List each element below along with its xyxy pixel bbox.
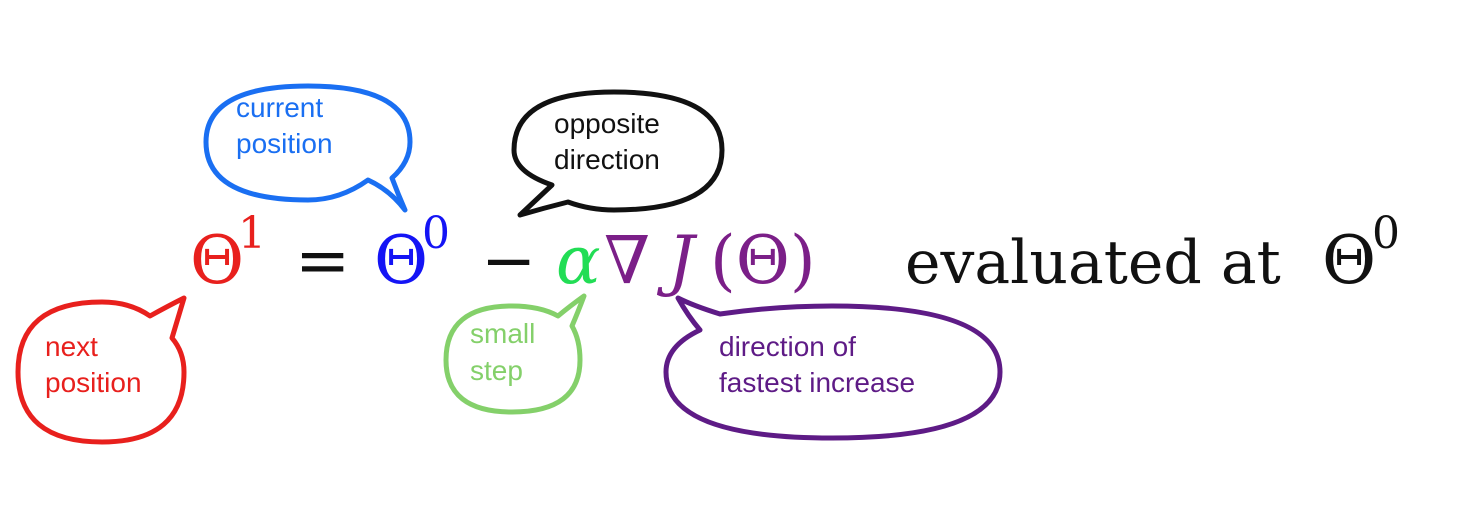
theta-current-symbol: Θ <box>374 222 428 299</box>
theta-current-superscript: 0 <box>422 208 450 259</box>
current-position-callout: current position <box>203 83 413 213</box>
next-position-line2: position <box>45 367 142 398</box>
evaluated-at-text: evaluated at <box>905 228 1281 298</box>
fastest-increase-line2: fastest increase <box>719 367 915 398</box>
next-position-line1: next <box>45 331 98 362</box>
theta-evaluated-symbol: Θ <box>1322 222 1376 299</box>
speech-bubble-icon <box>203 83 413 213</box>
opposite-direction-line1: opposite <box>554 108 660 139</box>
update-equation: Θ 1 = Θ 0 − α ∇ J (Θ) evaluated at Θ 0 <box>190 208 1400 299</box>
equals-sign: = <box>295 222 350 299</box>
small-step-line1: small <box>470 318 535 349</box>
opposite-direction-callout: opposite direction <box>511 89 725 218</box>
speech-bubble-icon <box>15 295 187 445</box>
theta-evaluated-superscript: 0 <box>1372 208 1400 259</box>
gradient-symbol: ∇ <box>604 222 650 299</box>
small-step-callout: small step <box>443 293 587 415</box>
function-j: J <box>656 222 698 299</box>
fastest-increase-line1: direction of <box>719 331 856 362</box>
current-position-line1: current <box>236 92 323 123</box>
speech-bubble-icon <box>443 293 587 415</box>
current-position-line2: position <box>236 128 333 159</box>
function-argument: (Θ) <box>710 222 816 299</box>
next-position-callout: next position <box>15 295 187 445</box>
theta-next-superscript: 1 <box>238 208 266 259</box>
speech-bubble-icon <box>663 295 1003 441</box>
theta-next-symbol: Θ <box>190 222 244 299</box>
alpha-symbol: α <box>556 222 601 299</box>
fastest-increase-callout: direction of fastest increase <box>663 295 1003 441</box>
minus-sign: − <box>481 222 536 299</box>
speech-bubble-icon <box>511 89 725 218</box>
opposite-direction-line2: direction <box>554 144 660 175</box>
small-step-line2: step <box>470 355 523 386</box>
